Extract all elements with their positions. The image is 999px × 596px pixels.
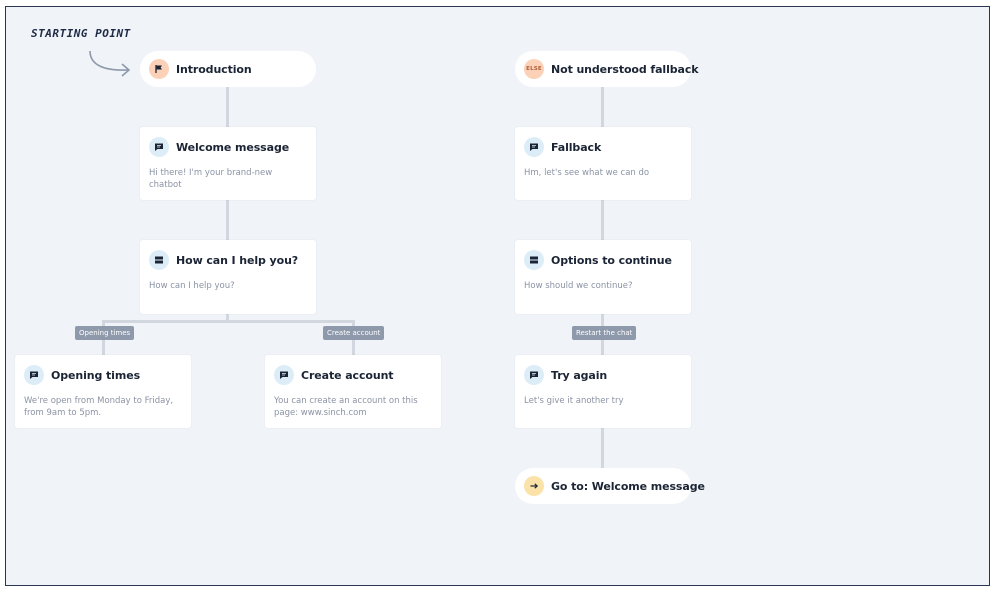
node-title: How can I help you? — [176, 253, 299, 267]
flow-canvas: STARTING POINT Opening times Create acco… — [5, 6, 990, 586]
node-text: Hi there! I'm your brand-new chatbot — [149, 168, 273, 190]
node-title: Welcome message — [176, 140, 290, 154]
starting-point-label: STARTING POINT — [31, 27, 131, 40]
edge-label-create-account: Create account — [323, 326, 385, 340]
chat-bubble-icon — [24, 365, 44, 385]
node-text: How should we continue? — [524, 281, 633, 291]
node-go-to-welcome[interactable]: Go to: Welcome message — [515, 468, 705, 504]
node-title: Go to: Welcome message — [551, 479, 705, 493]
node-title: Options to continue — [551, 253, 672, 267]
node-how-can-i-help[interactable]: How can I help you? How can I help you? — [140, 240, 316, 314]
node-text: We're open from Monday to Friday, from 9… — [24, 396, 174, 418]
node-text: Let's give it another try — [524, 396, 624, 406]
connector — [601, 87, 604, 127]
node-create-account[interactable]: Create account You can create an account… — [265, 355, 441, 428]
node-text: You can create an account on this page: … — [274, 396, 418, 418]
connector — [601, 428, 604, 468]
flag-icon — [149, 59, 169, 79]
node-title: Try again — [551, 368, 608, 382]
chat-bubble-icon — [524, 365, 544, 385]
connector — [226, 314, 229, 322]
chat-bubble-icon — [524, 137, 544, 157]
node-options-to-continue[interactable]: Options to continue How should we contin… — [515, 240, 691, 314]
chat-bubble-icon — [274, 365, 294, 385]
node-try-again[interactable]: Try again Let's give it another try — [515, 355, 691, 428]
options-list-icon — [524, 250, 544, 270]
node-not-understood-fallback[interactable]: ELSE Not understood fallback — [515, 51, 699, 87]
connector — [102, 320, 355, 323]
node-text: How can I help you? — [149, 281, 235, 291]
edge-label-restart-chat: Restart the chat — [572, 326, 637, 340]
else-badge-icon: ELSE — [524, 59, 544, 79]
chat-bubble-icon — [149, 137, 169, 157]
node-welcome-message[interactable]: Welcome message Hi there! I'm your brand… — [140, 127, 316, 200]
connector — [601, 200, 604, 240]
starting-point-arrow-icon — [89, 50, 131, 77]
edge-label-opening-times: Opening times — [75, 326, 135, 340]
arrow-right-icon — [524, 476, 544, 496]
node-opening-times[interactable]: Opening times We're open from Monday to … — [15, 355, 191, 428]
node-title: Create account — [301, 368, 394, 382]
node-title: Opening times — [51, 368, 141, 382]
node-title: Introduction — [176, 62, 252, 76]
node-title: Fallback — [551, 140, 602, 154]
connector — [226, 200, 229, 240]
else-badge: ELSE — [526, 66, 542, 72]
node-text: Hm, let's see what we can do — [524, 168, 650, 178]
node-title: Not understood fallback — [551, 62, 699, 76]
node-fallback[interactable]: Fallback Hm, let's see what we can do — [515, 127, 691, 200]
node-introduction[interactable]: Introduction — [140, 51, 316, 87]
options-list-icon — [149, 250, 169, 270]
connector — [226, 87, 229, 127]
